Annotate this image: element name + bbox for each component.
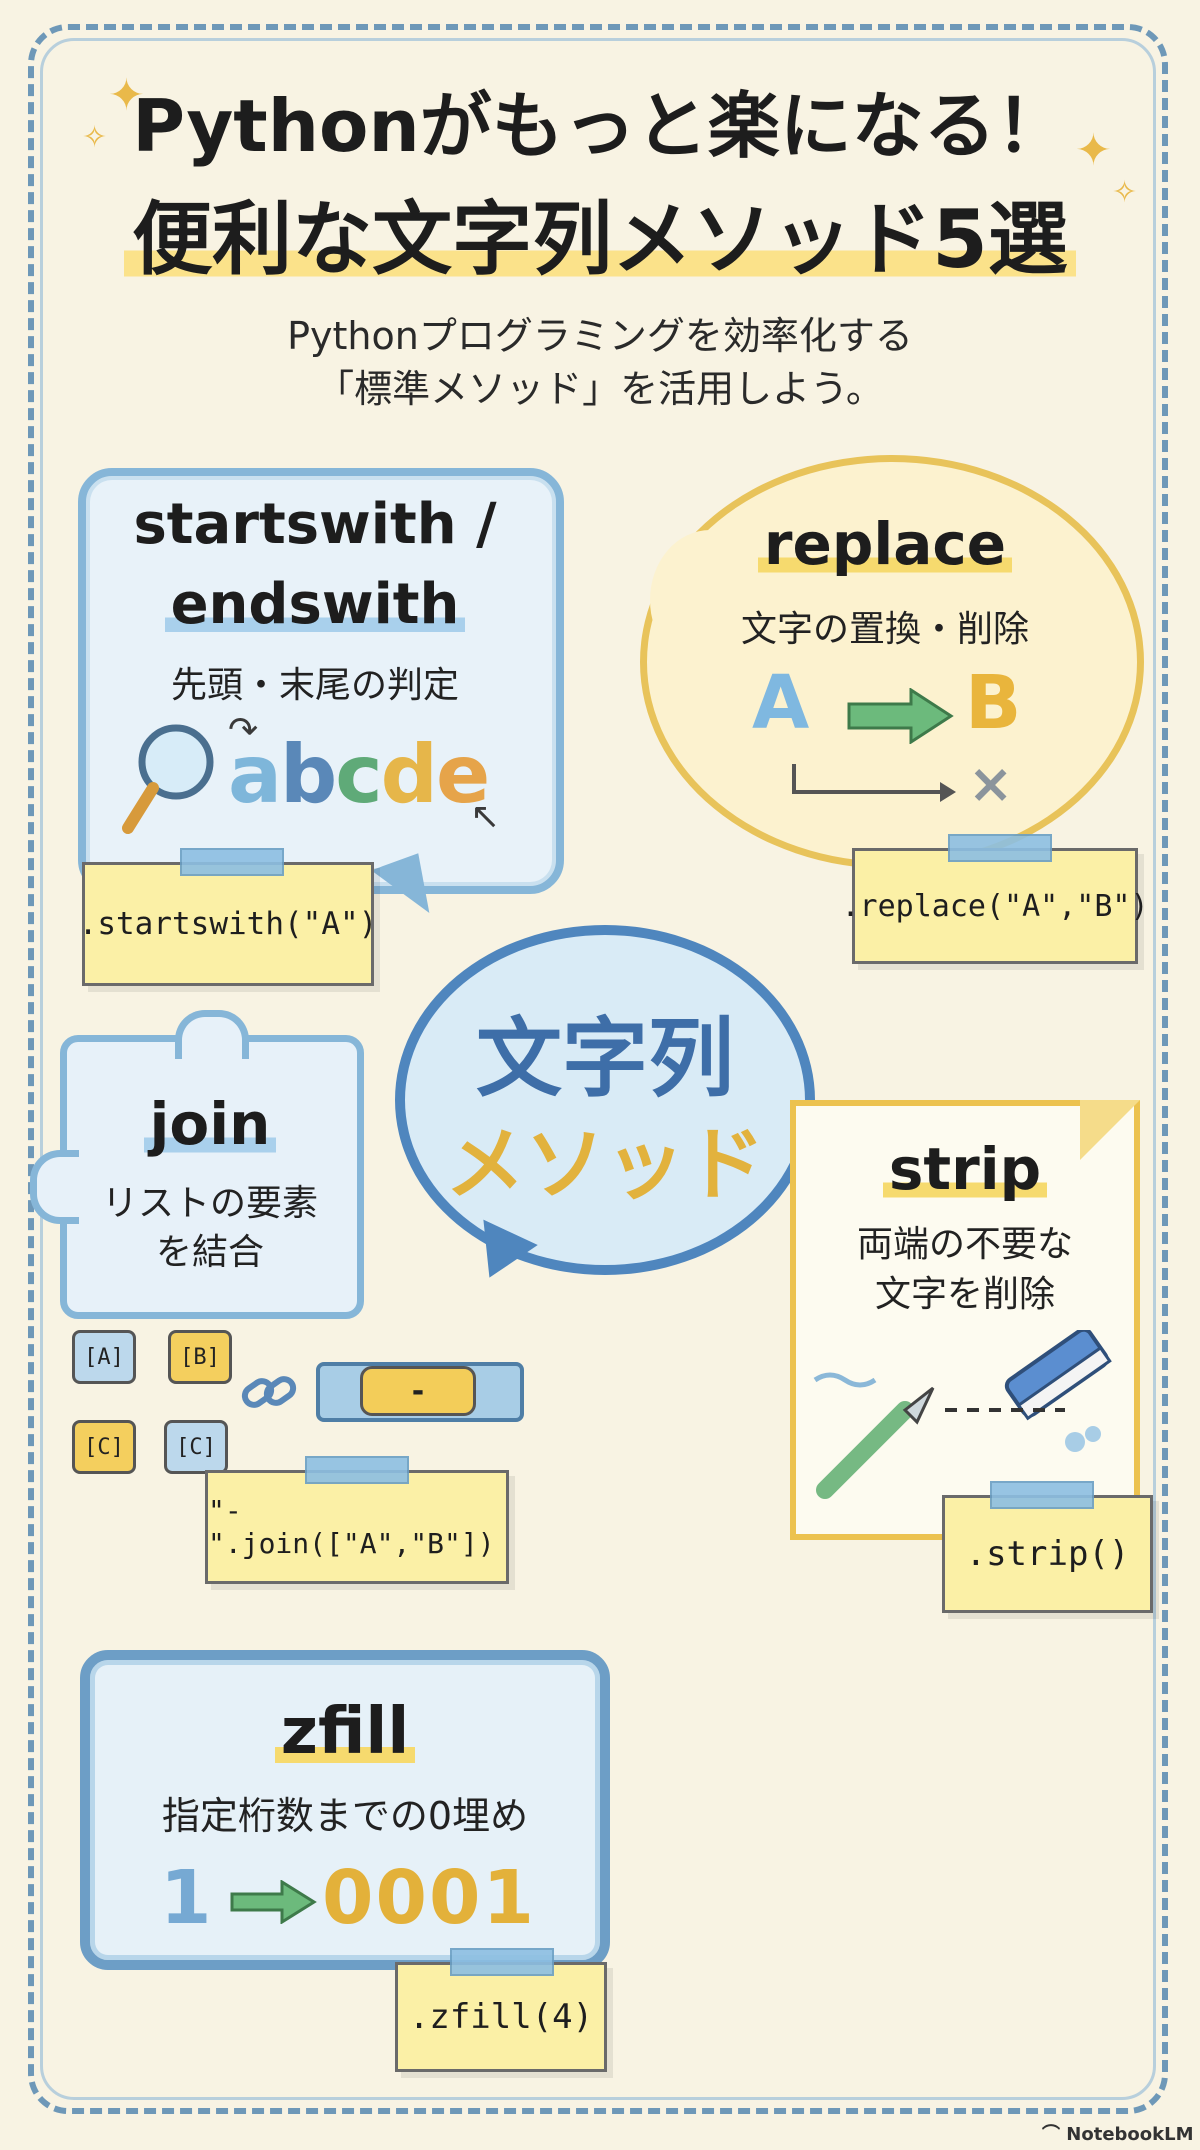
puzzle-piece-c: [C]: [72, 1420, 136, 1474]
tape: [450, 1948, 554, 1976]
arrow-delete-icon: [792, 764, 956, 802]
tape: [990, 1481, 1094, 1509]
join-code-note: "-".join(["A","B"]): [205, 1470, 509, 1584]
eraser-and-knife-icon: [813, 1330, 1112, 1499]
join-title: join: [143, 1090, 277, 1158]
arrow-right-icon: [230, 1880, 317, 1924]
subtitle: Pythonプログラミングを効率化する 「標準メソッド」を活用しよう。: [0, 310, 1200, 416]
title-line-2-text: 便利な文字列メソッド5選: [124, 193, 1076, 286]
join-desc-line-1: リストの要素: [101, 1183, 318, 1224]
sparkle-icon: ✦: [1075, 125, 1112, 176]
startswith-code: .startswith("A"): [78, 906, 378, 942]
tape: [305, 1456, 409, 1484]
title-line-2: 便利な文字列メソッド5選: [0, 193, 1200, 286]
zfill-input: 1: [160, 1855, 212, 1941]
sparkle-icon: ✦: [108, 70, 145, 121]
puzzle-knob: [30, 1150, 79, 1224]
puzzle-piece-a: [A]: [72, 1330, 136, 1384]
center-line-1-wrap: 文字列: [395, 988, 815, 1113]
center-line-2: メソッド: [445, 1118, 765, 1211]
arrow-icon: ↖: [470, 796, 501, 837]
zfill-title: zfill: [274, 1695, 416, 1769]
replace-code: .replace("A","B"): [841, 888, 1149, 924]
startswith-title-2: endswith: [164, 572, 466, 637]
replace-desc: 文字の置換・削除: [740, 609, 1029, 650]
tape: [948, 834, 1052, 862]
join-code: "-".join(["A","B"]): [208, 1494, 495, 1560]
replace-title-wrap: replace: [640, 510, 1130, 578]
sparkle-icon: ✧: [1112, 175, 1138, 210]
puzzle-piece-b: [B]: [168, 1330, 232, 1384]
replace-title: replace: [757, 510, 1013, 578]
subtitle-line-1: Pythonプログラミングを効率化する: [287, 314, 913, 358]
magnifier-icon: [122, 724, 214, 834]
center-line-1: 文字列: [476, 1009, 734, 1109]
join-desc-line-2: を結合: [155, 1231, 264, 1273]
arrow-right-icon: [847, 688, 954, 744]
brand-name: NotebookLM: [1066, 2124, 1194, 2145]
replace-code-note: .replace("A","B"): [841, 848, 1149, 964]
puzzle-piece-c2: [C]: [164, 1420, 228, 1474]
replace-to: B: [965, 660, 1022, 746]
join-title-wrap: join: [60, 1090, 360, 1158]
zfill-code: .zfill(4): [408, 1997, 594, 2037]
brand-logo: ⌒ NotebookLM: [1042, 2120, 1194, 2146]
startswith-card: [78, 468, 564, 894]
join-desc: リストの要素 を結合: [60, 1180, 360, 1277]
replace-from: A: [752, 660, 810, 746]
arrow-icon: ↷: [228, 710, 259, 751]
join-separator: -: [360, 1366, 476, 1416]
startswith-desc: 先頭・末尾の判定: [170, 665, 459, 706]
strip-code: .strip(): [965, 1534, 1130, 1574]
zfill-output: 0001: [322, 1855, 536, 1941]
notebook-icon: ⌒: [1042, 2124, 1067, 2145]
strip-title: strip: [882, 1135, 1048, 1203]
subtitle-line-2: 「標準メソッド」を活用しよう。: [316, 367, 884, 412]
delete-mark: ×: [968, 752, 1014, 815]
page-border: [28, 24, 1168, 2114]
abcde-example: abcde: [228, 728, 490, 821]
strip-code-note: .strip(): [942, 1495, 1153, 1613]
tape: [180, 848, 284, 876]
strip-desc: 両端の不要な 文字を削除: [790, 1220, 1140, 1321]
zfill-title-wrap: zfill: [80, 1695, 610, 1769]
chain-link-icon: [241, 1376, 297, 1408]
startswith-title-1: startswith /: [133, 492, 497, 557]
center-cloud: [395, 925, 815, 1275]
page-fold: [1080, 1100, 1140, 1160]
strip-title-wrap: strip: [790, 1135, 1140, 1203]
title-line-1: Pythonがもっと楽になる！: [132, 84, 1068, 168]
startswith-title-2-wrap: endswith: [90, 572, 540, 637]
zfill-code-note: .zfill(4): [395, 1962, 607, 2072]
puzzle-knob: [175, 1010, 249, 1059]
cloud-puff: [650, 530, 770, 670]
strip-desc-line-1: 両端の不要な: [856, 1224, 1073, 1265]
page-border-inner: [40, 38, 1156, 2100]
startswith-code-note: .startswith("A"): [79, 862, 377, 986]
sparkle-icon: ✧: [82, 120, 108, 155]
zfill-desc: 指定桁数までの0埋め: [161, 1794, 529, 1838]
strip-desc-line-2: 文字を削除: [874, 1274, 1055, 1316]
